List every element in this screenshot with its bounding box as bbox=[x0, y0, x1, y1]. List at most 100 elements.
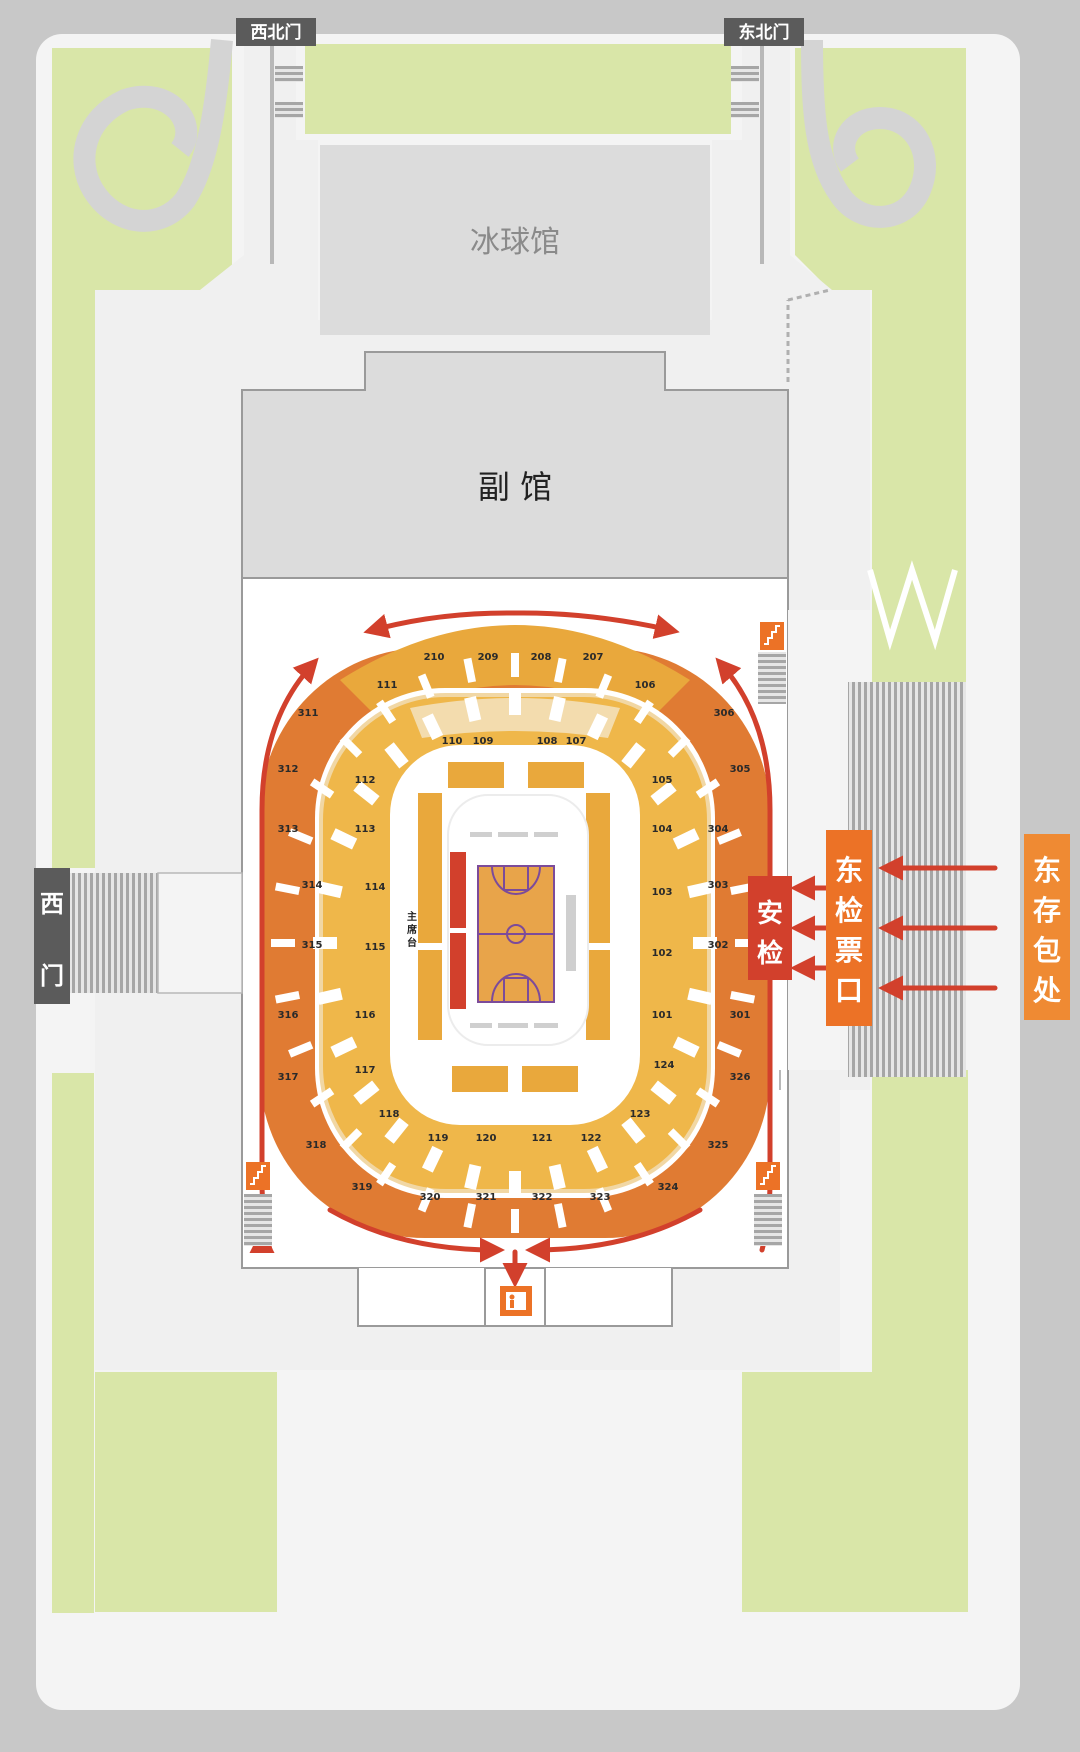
east-ticket-check[interactable]: 东 检 票 口 bbox=[826, 830, 872, 1026]
section-label-316[interactable]: 316 bbox=[278, 1010, 299, 1021]
section-label-304[interactable]: 304 bbox=[708, 824, 729, 835]
section-label-104[interactable]: 104 bbox=[652, 824, 673, 835]
section-label-122[interactable]: 122 bbox=[581, 1133, 602, 1144]
club-box bbox=[410, 698, 620, 738]
section-label-208[interactable]: 208 bbox=[531, 652, 552, 663]
aisle bbox=[667, 735, 691, 758]
aisle bbox=[621, 1117, 646, 1144]
section-label-312[interactable]: 312 bbox=[278, 764, 299, 775]
main-stand-label-3: 台 bbox=[407, 936, 417, 949]
east-luggage-storage[interactable]: 东 存 包 处 bbox=[1024, 834, 1070, 1020]
security-check[interactable]: 安 检 bbox=[748, 876, 792, 980]
northeast-gate[interactable]: 东北门 bbox=[724, 18, 804, 46]
aisle bbox=[464, 695, 482, 723]
aisle bbox=[417, 1187, 435, 1213]
section-label-102[interactable]: 102 bbox=[652, 948, 673, 959]
section-label-317[interactable]: 317 bbox=[278, 1072, 299, 1083]
arrow-bottom-right bbox=[525, 1207, 703, 1263]
section-label-113[interactable]: 113 bbox=[355, 824, 376, 835]
section-label-323[interactable]: 323 bbox=[590, 1192, 611, 1203]
aisle bbox=[316, 881, 343, 899]
section-label-315[interactable]: 315 bbox=[302, 940, 323, 951]
section-label-110[interactable]: 110 bbox=[442, 736, 463, 747]
luggage-label-2: 存 bbox=[1033, 894, 1061, 927]
section-label-114[interactable]: 114 bbox=[365, 882, 386, 893]
luggage-label-1: 东 bbox=[1033, 854, 1061, 887]
aisle bbox=[595, 1187, 613, 1213]
section-label-321[interactable]: 321 bbox=[476, 1192, 497, 1203]
section-label-306[interactable]: 306 bbox=[714, 708, 735, 719]
gate-stairs bbox=[270, 44, 764, 264]
section-label-322[interactable]: 322 bbox=[532, 1192, 553, 1203]
section-label-111[interactable]: 111 bbox=[377, 680, 398, 691]
aisle bbox=[695, 778, 721, 799]
aisle bbox=[463, 1203, 477, 1229]
section-label-326[interactable]: 326 bbox=[730, 1072, 751, 1083]
aisle bbox=[633, 699, 654, 725]
aisle bbox=[288, 828, 314, 845]
section-label-112[interactable]: 112 bbox=[355, 775, 376, 786]
section-label-210[interactable]: 210 bbox=[424, 652, 445, 663]
section-label-314[interactable]: 314 bbox=[302, 880, 323, 891]
section-label-303[interactable]: 303 bbox=[708, 880, 729, 891]
aisle bbox=[464, 1163, 482, 1191]
section-label-116[interactable]: 116 bbox=[355, 1010, 376, 1021]
floor-block bbox=[452, 1066, 508, 1092]
northwest-gate[interactable]: 西北门 bbox=[236, 18, 316, 46]
floor-block bbox=[418, 793, 442, 943]
section-label-108[interactable]: 108 bbox=[537, 736, 558, 747]
section-label-324[interactable]: 324 bbox=[658, 1182, 679, 1193]
aisle bbox=[274, 882, 301, 896]
main-stand-label-2: 席 bbox=[407, 923, 417, 936]
section-label-120[interactable]: 120 bbox=[476, 1133, 497, 1144]
section-label-325[interactable]: 325 bbox=[708, 1140, 729, 1151]
section-label-121[interactable]: 121 bbox=[532, 1133, 553, 1144]
northeast-road-loop bbox=[801, 39, 936, 228]
aisle bbox=[309, 778, 335, 799]
aisle bbox=[621, 742, 646, 769]
aisle bbox=[271, 939, 295, 947]
section-label-107[interactable]: 107 bbox=[566, 736, 587, 747]
west-stairs bbox=[70, 873, 158, 993]
security-label-1: 安 bbox=[757, 899, 783, 929]
section-label-106[interactable]: 106 bbox=[635, 680, 656, 691]
aisle bbox=[313, 937, 337, 949]
section-label-105[interactable]: 105 bbox=[652, 775, 673, 786]
section-label-115[interactable]: 115 bbox=[365, 942, 386, 953]
west-gate[interactable]: 西 门 bbox=[34, 868, 70, 1004]
section-label-311[interactable]: 311 bbox=[298, 708, 319, 719]
section-label-109[interactable]: 109 bbox=[473, 736, 494, 747]
ticket-label-3: 票 bbox=[835, 934, 863, 967]
aisle bbox=[735, 939, 759, 947]
section-label-207[interactable]: 207 bbox=[583, 652, 604, 663]
section-label-117[interactable]: 117 bbox=[355, 1065, 376, 1076]
section-label-123[interactable]: 123 bbox=[630, 1109, 651, 1120]
section-label-319[interactable]: 319 bbox=[352, 1182, 373, 1193]
aisle bbox=[274, 990, 301, 1004]
section-labels: 311 312 313 314 315 316 317 318 319 320 321 322 323 3… bbox=[278, 652, 751, 1203]
section-label-103[interactable]: 103 bbox=[652, 887, 673, 898]
section-label-320[interactable]: 320 bbox=[420, 1192, 441, 1203]
section-label-209[interactable]: 209 bbox=[478, 652, 499, 663]
ice-hall bbox=[320, 145, 710, 335]
section-label-118[interactable]: 118 bbox=[379, 1109, 400, 1120]
aisle bbox=[353, 1080, 380, 1105]
aisle bbox=[288, 1041, 314, 1058]
section-label-301[interactable]: 301 bbox=[730, 1010, 751, 1021]
section-label-313[interactable]: 313 bbox=[278, 824, 299, 835]
floor-block bbox=[448, 762, 504, 788]
section-label-302[interactable]: 302 bbox=[708, 940, 729, 951]
aisle bbox=[553, 657, 567, 683]
floor-block bbox=[522, 1066, 578, 1092]
section-label-101[interactable]: 101 bbox=[652, 1010, 673, 1021]
section-label-305[interactable]: 305 bbox=[730, 764, 751, 775]
aisle bbox=[511, 1209, 519, 1233]
aisle bbox=[376, 699, 397, 725]
section-label-119[interactable]: 119 bbox=[428, 1133, 449, 1144]
arrow-bottom-left bbox=[327, 1207, 505, 1263]
main-stand-label-1: 主 bbox=[407, 910, 417, 923]
section-label-124[interactable]: 124 bbox=[654, 1060, 675, 1071]
aisle bbox=[353, 781, 380, 806]
section-label-318[interactable]: 318 bbox=[306, 1140, 327, 1151]
aisle bbox=[384, 742, 409, 769]
